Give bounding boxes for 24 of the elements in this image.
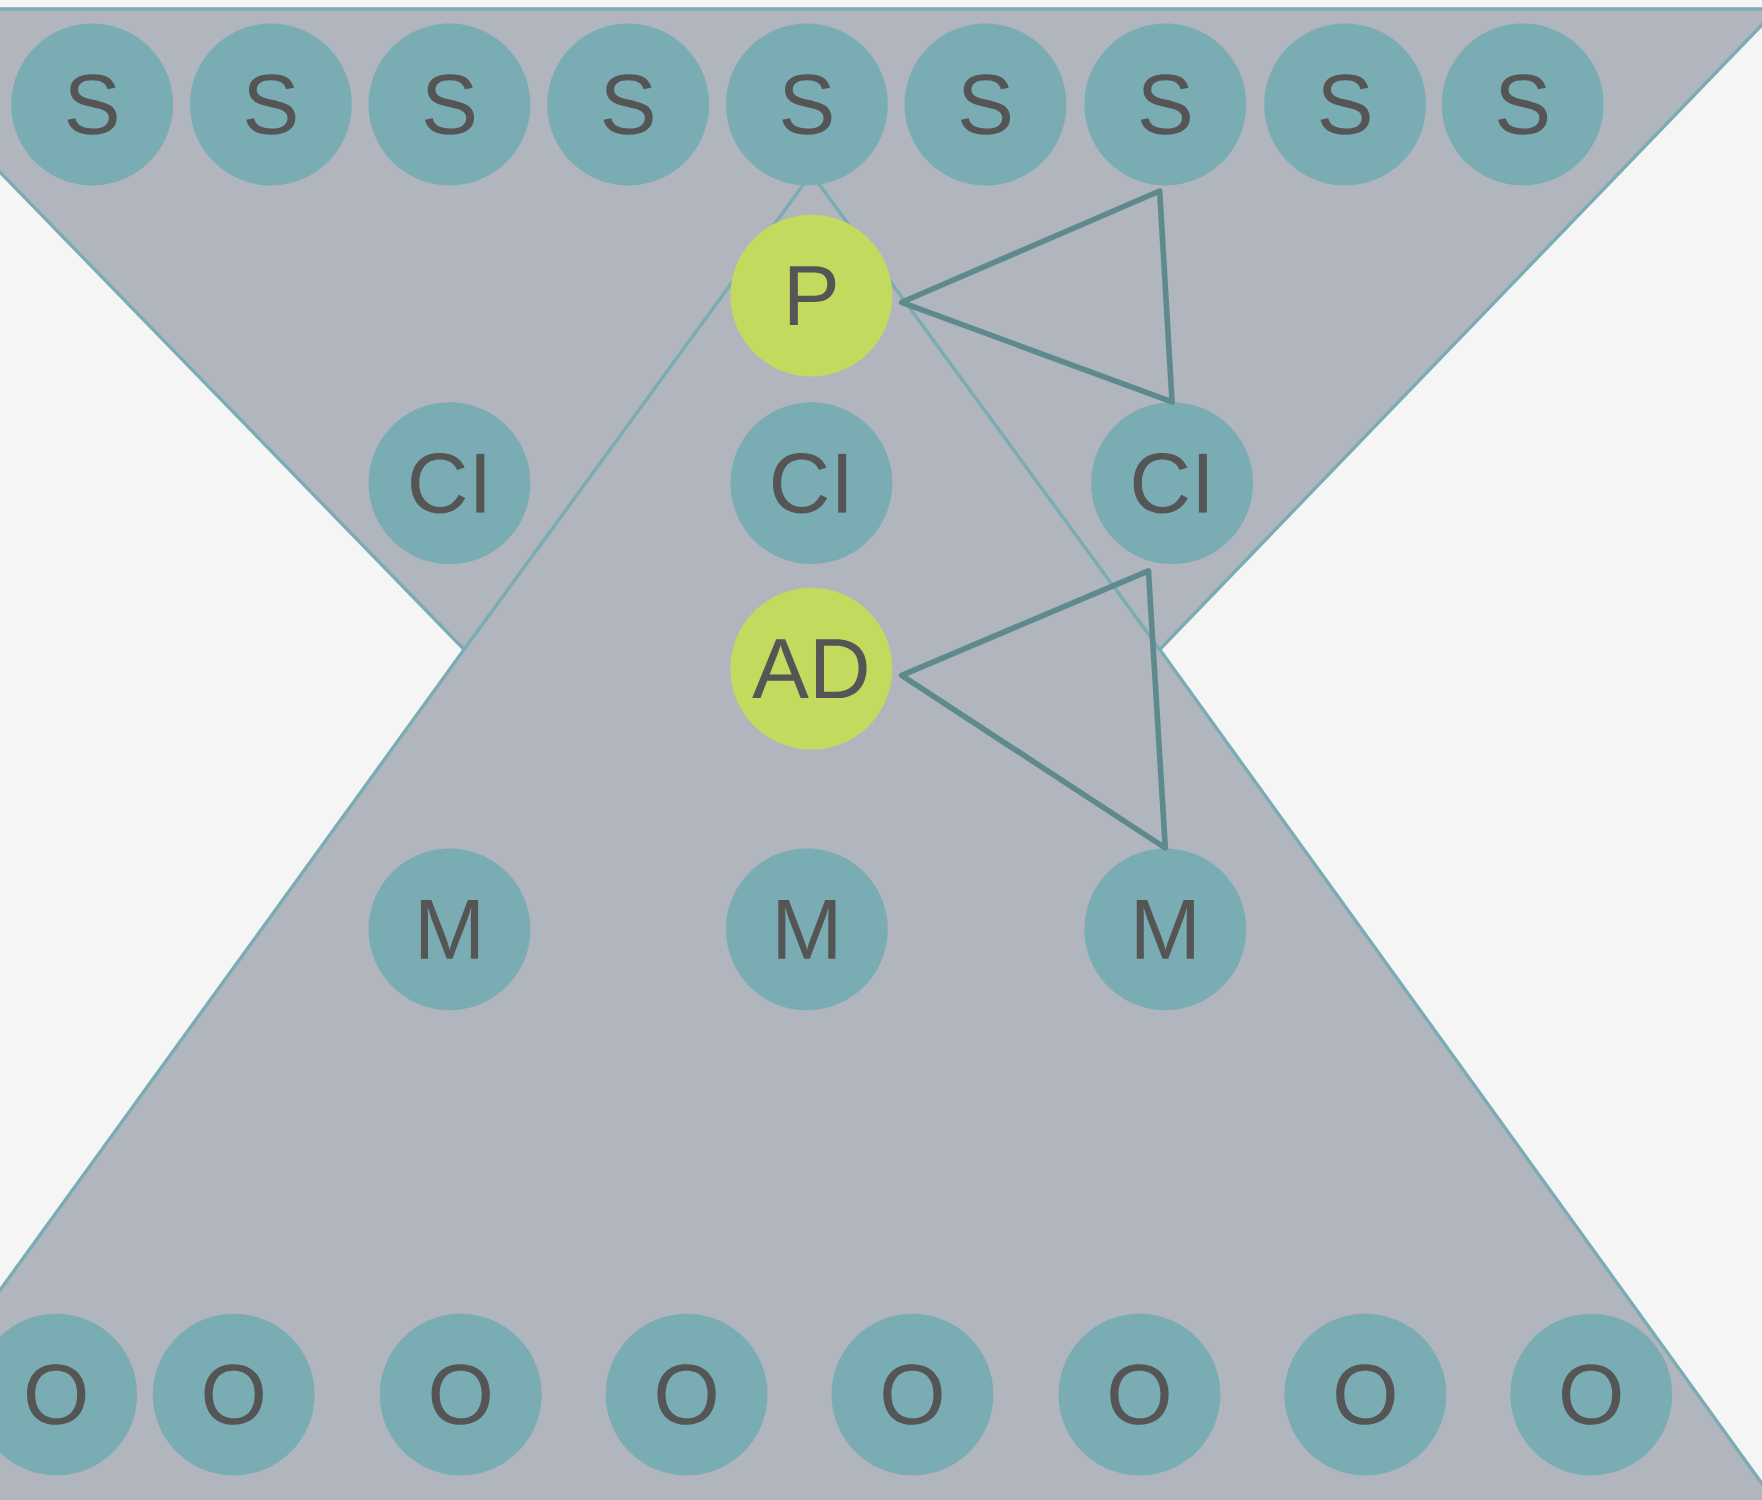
circle-node: S xyxy=(1084,23,1247,186)
circle-node: CI xyxy=(730,402,893,565)
circle-node: S xyxy=(725,23,888,186)
circle-node: M xyxy=(1084,848,1247,1011)
circle-node: O xyxy=(379,1313,542,1476)
circle-node: M xyxy=(368,848,531,1011)
circle-node: O xyxy=(1510,1313,1673,1476)
wedge-connector xyxy=(898,568,1169,851)
circle-node: S xyxy=(547,23,710,186)
circle-node: O xyxy=(1058,1313,1221,1476)
circle-node: O xyxy=(152,1313,315,1476)
circle-node: O xyxy=(1284,1313,1447,1476)
circle-node: S xyxy=(1441,23,1604,186)
circle-node: CI xyxy=(368,402,531,565)
circle-node: S xyxy=(189,23,352,186)
circle-node: M xyxy=(725,848,888,1011)
wedge-connector xyxy=(898,188,1175,405)
circle-node: CI xyxy=(1091,402,1253,565)
circle-node: O xyxy=(831,1313,994,1476)
circle-node: S xyxy=(368,23,531,186)
circle-node: S xyxy=(11,23,174,186)
circle-node: S xyxy=(904,23,1067,186)
circle-node: O xyxy=(605,1313,768,1476)
circle-node: S xyxy=(1264,23,1426,186)
